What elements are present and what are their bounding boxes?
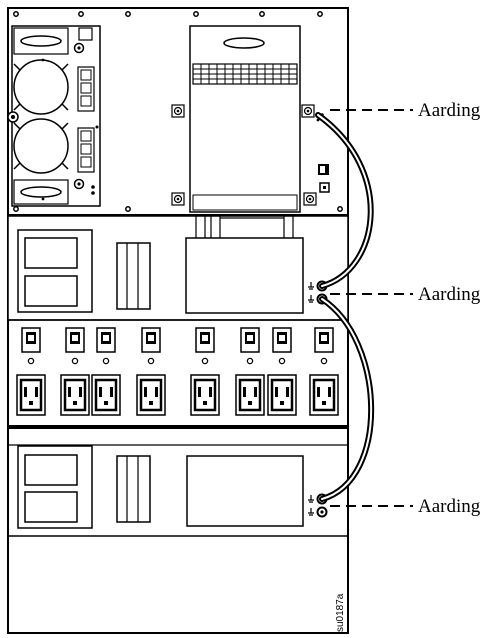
outlet-icon [136, 374, 166, 416]
ground-terminal-icon [308, 506, 328, 518]
reference-code: su0187a [335, 593, 346, 632]
mounting-screw [171, 192, 185, 206]
connector-icon [141, 327, 161, 365]
connector-icon [318, 164, 329, 175]
electronics-module [189, 25, 301, 213]
label-panel [17, 445, 93, 529]
left-power-module [7, 25, 101, 207]
outlet-icon [267, 374, 297, 416]
connector-icon [195, 327, 215, 365]
connector-icon [96, 327, 116, 365]
bottom-unit [7, 427, 349, 634]
label-panel [17, 229, 93, 313]
breaker-slot [116, 455, 151, 523]
connector-icon [21, 327, 41, 365]
outlet-icon [91, 374, 121, 416]
middle-unit [7, 215, 349, 427]
outlet-icon [235, 374, 265, 416]
ground-label-top: Aarding [418, 100, 481, 121]
mounting-screw [303, 192, 317, 206]
connector-icon [314, 327, 334, 365]
mounting-screw [301, 104, 315, 118]
transformer-box [186, 455, 304, 527]
outlet-strip [8, 319, 348, 416]
transformer-box [185, 216, 304, 314]
fan-icon [13, 118, 69, 174]
ground-cable [315, 112, 374, 289]
outlet-icon [190, 374, 220, 416]
outlet-icon [16, 374, 46, 416]
outlet-icon [60, 374, 90, 416]
top-unit [7, 7, 349, 216]
connector-icon [319, 182, 330, 193]
ground-label-bottom: Aarding [418, 496, 481, 517]
mounting-screw [171, 104, 185, 118]
fan-icon [13, 59, 69, 115]
breaker-slot [116, 242, 151, 310]
connector-icon [65, 327, 85, 365]
vent-grille [192, 63, 298, 85]
ground-cable [319, 296, 375, 502]
connector-icon [240, 327, 260, 365]
outlet-icon [309, 374, 339, 416]
ground-label-middle: Aarding [418, 284, 481, 305]
connector-icon [272, 327, 292, 365]
